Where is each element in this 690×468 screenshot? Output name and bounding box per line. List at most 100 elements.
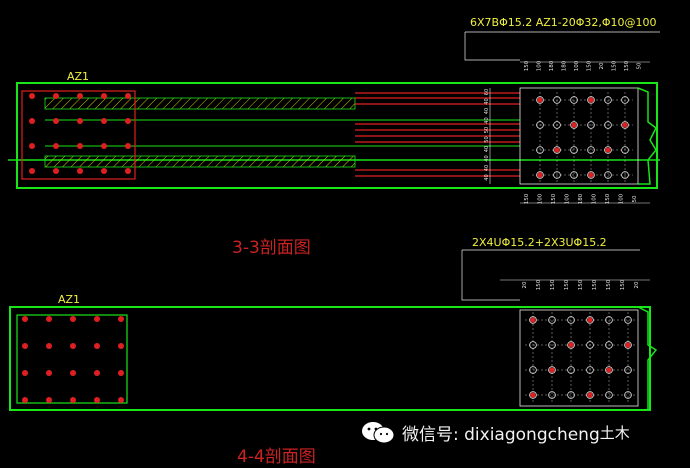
anchor-dot: [530, 317, 536, 323]
dimension-label: 150: [578, 279, 584, 290]
rebar-dot: [125, 168, 131, 174]
anchor-dot: [568, 342, 574, 348]
anchor-dot: [622, 122, 628, 128]
anchor-circle: [586, 391, 594, 399]
anchor-circle: [621, 96, 629, 104]
dimension-label: 20: [599, 62, 605, 69]
anchor-circle: [548, 316, 556, 324]
dimension-label: 150: [550, 279, 556, 290]
rebar-dot: [94, 343, 100, 349]
dimension-label: 40: [484, 165, 490, 171]
rebar-dot: [118, 370, 124, 376]
dimension-label: 150: [605, 193, 611, 204]
anchor-circle: [624, 366, 632, 374]
anchor-circle: [567, 341, 575, 349]
rebar-dot: [125, 93, 131, 99]
anchor-circle: [605, 366, 613, 374]
section-title-3-3: 3-3剖面图: [232, 238, 311, 258]
dimension-label: 60: [484, 89, 490, 95]
dimension-label: 100: [565, 193, 571, 204]
rebar-dot: [101, 168, 107, 174]
anchor-circle: [548, 391, 556, 399]
dimension-label: 100: [592, 193, 598, 204]
anchor-circle: [570, 96, 578, 104]
dimension-label: 50: [484, 136, 490, 142]
anchor-dot: [605, 147, 611, 153]
anchor-circle: [624, 341, 632, 349]
anchor-circle: [587, 121, 595, 129]
column-rebar-group: [22, 316, 124, 403]
hatch-strip-top: [44, 97, 356, 110]
rebar-dot: [118, 343, 124, 349]
anchor-circle: [605, 391, 613, 399]
prestress-strands: [355, 92, 520, 177]
watermark-text: 微信号: dixiagongcheng: [402, 424, 600, 445]
dimension-label: 180: [562, 60, 568, 71]
anchor-grid: [525, 312, 636, 403]
anchor-dot: [606, 367, 612, 373]
rebar-dot: [118, 316, 124, 322]
anchor-zone-3-3: [519, 87, 639, 185]
dimension-label: 150: [612, 60, 618, 71]
anchor-circle: [570, 121, 578, 129]
rebar-dot: [46, 316, 52, 322]
rebar-dot: [22, 316, 28, 322]
wall-outline-3-3: [16, 82, 658, 189]
rebar-dot: [53, 118, 59, 124]
anchor-grid: [532, 92, 633, 183]
dimension-label: 150: [587, 60, 593, 71]
rebar-dot: [70, 397, 76, 403]
anchor-dot: [588, 97, 594, 103]
anchor-circle: [570, 146, 578, 154]
anchor-circle: [536, 171, 544, 179]
rebar-dot: [70, 343, 76, 349]
rebar-dot: [101, 118, 107, 124]
anchor-zone-4-4: [519, 309, 639, 407]
rebar-dot: [29, 143, 35, 149]
anchor-circle: [604, 146, 612, 154]
anchor-circle: [570, 171, 578, 179]
anchor-circle: [553, 96, 561, 104]
anchor-circle: [587, 96, 595, 104]
rebar-dot: [53, 93, 59, 99]
anchor-circle: [553, 121, 561, 129]
dimension-label: 180: [549, 60, 555, 71]
rebar-dot: [125, 143, 131, 149]
dimension-label: 180: [578, 193, 584, 204]
rebar-dot: [53, 168, 59, 174]
dimension-label: 150: [551, 193, 557, 204]
dimension-label: 150: [620, 279, 626, 290]
anchor-circle: [604, 121, 612, 129]
dimension-label: 150: [624, 60, 630, 71]
rebar-dot: [53, 143, 59, 149]
anchor-dot: [537, 97, 543, 103]
anchor-circle: [586, 341, 594, 349]
rebar-dot: [70, 370, 76, 376]
rebar-dot: [29, 118, 35, 124]
dimension-label: 20: [522, 281, 528, 288]
rebar-dot: [77, 118, 83, 124]
section-title-4-4: 4-4剖面图: [237, 447, 316, 467]
anchor-circle: [553, 171, 561, 179]
anchor-circle: [567, 391, 575, 399]
anchor-circle: [587, 171, 595, 179]
rebar-dot: [77, 93, 83, 99]
rebar-dot: [94, 316, 100, 322]
rebar-dot: [101, 93, 107, 99]
rebar-dot: [29, 168, 35, 174]
rebar-dot: [29, 93, 35, 99]
dimension-label: 40: [484, 117, 490, 123]
anchor-circle: [605, 341, 613, 349]
rebar-dot: [22, 343, 28, 349]
rebar-dot: [46, 370, 52, 376]
dimension-label: 150: [524, 193, 530, 204]
rebar-dot: [77, 168, 83, 174]
anchor-circle: [621, 171, 629, 179]
column-az1-box-4-4: [16, 314, 128, 404]
anchor-dot: [587, 392, 593, 398]
